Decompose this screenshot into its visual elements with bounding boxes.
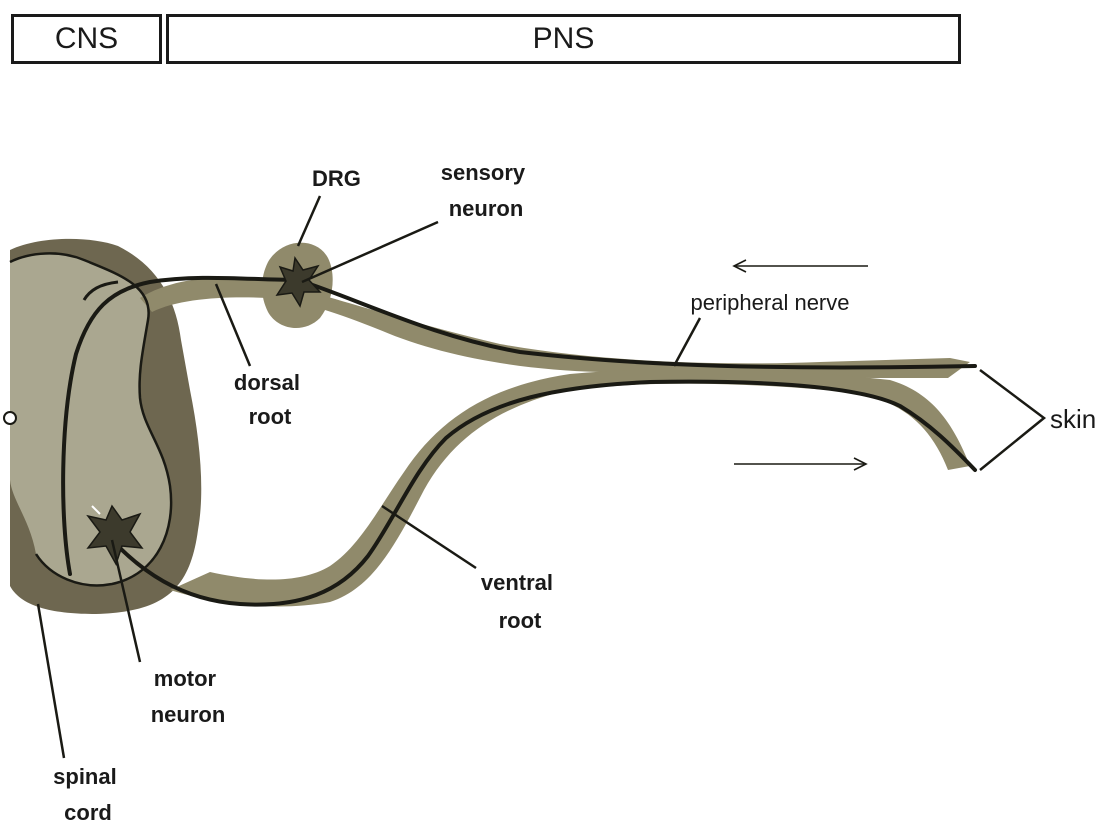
peripheral-nerve-pointer (674, 318, 700, 366)
spinal-cord-label-line2: cord (64, 800, 112, 825)
sensory-neuron-label: sensory neuron (441, 160, 532, 221)
drg-label: DRG (312, 166, 361, 191)
sensory-neuron-label-line2: neuron (449, 196, 524, 221)
spinal-cord-label: spinal cord (53, 764, 123, 825)
peripheral-nerve-label: peripheral nerve (691, 290, 850, 315)
dorsal-root-label-line1: dorsal (234, 370, 300, 395)
central-canal (4, 412, 16, 424)
spinal-cord-pointer (38, 604, 64, 758)
motor-neuron-label-line2: neuron (151, 702, 226, 727)
motor-neuron-label-line1: motor (154, 666, 217, 691)
dorsal-root-label-line2: root (249, 404, 292, 429)
ventral-root-label: ventral root (481, 570, 559, 633)
motor-neuron-label: motor neuron (151, 666, 226, 727)
sensory-neuron-label-line1: sensory (441, 160, 526, 185)
spinal-cord-label-line1: spinal (53, 764, 117, 789)
sensory-axon (63, 278, 975, 574)
ventral-root-label-line2: root (499, 608, 542, 633)
skin-label: skin (1050, 404, 1096, 434)
skin-bracket (980, 370, 1044, 470)
dorsal-root-label: dorsal root (234, 370, 306, 429)
ventral-root-label-line1: ventral (481, 570, 553, 595)
drg-pointer (298, 196, 320, 246)
